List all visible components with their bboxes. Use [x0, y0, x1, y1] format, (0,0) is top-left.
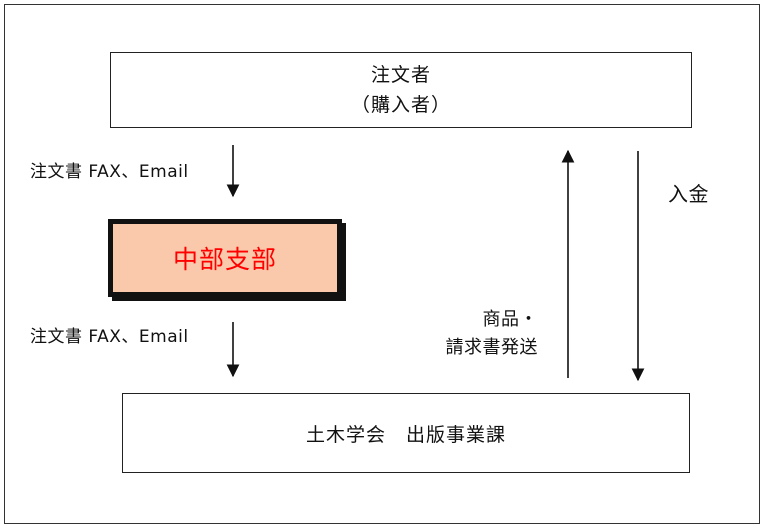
chubu-branch-label: 中部支部 [172, 245, 277, 274]
orderer-box: 注文者 （購入者） [110, 52, 692, 128]
orderer-subtitle: （購入者） [350, 94, 451, 116]
chubu-branch-box: 中部支部 [108, 219, 342, 297]
goods-invoice-label: 商品・ 請求書発送 [420, 306, 538, 362]
goods-label-line2: 請求書発送 [445, 337, 538, 358]
diagram-frame [4, 4, 760, 524]
society-publishing-label: 土木学会 出版事業課 [305, 423, 506, 446]
society-publishing-box: 土木学会 出版事業課 [122, 393, 690, 473]
orderer-title: 注文者 [370, 64, 431, 86]
branch-to-society-label: 注文書 FAX、Email [30, 327, 189, 347]
goods-label-line1: 商品・ [482, 309, 538, 330]
order-to-branch-label: 注文書 FAX、Email [30, 162, 189, 182]
payment-label: 入金 [668, 182, 709, 206]
